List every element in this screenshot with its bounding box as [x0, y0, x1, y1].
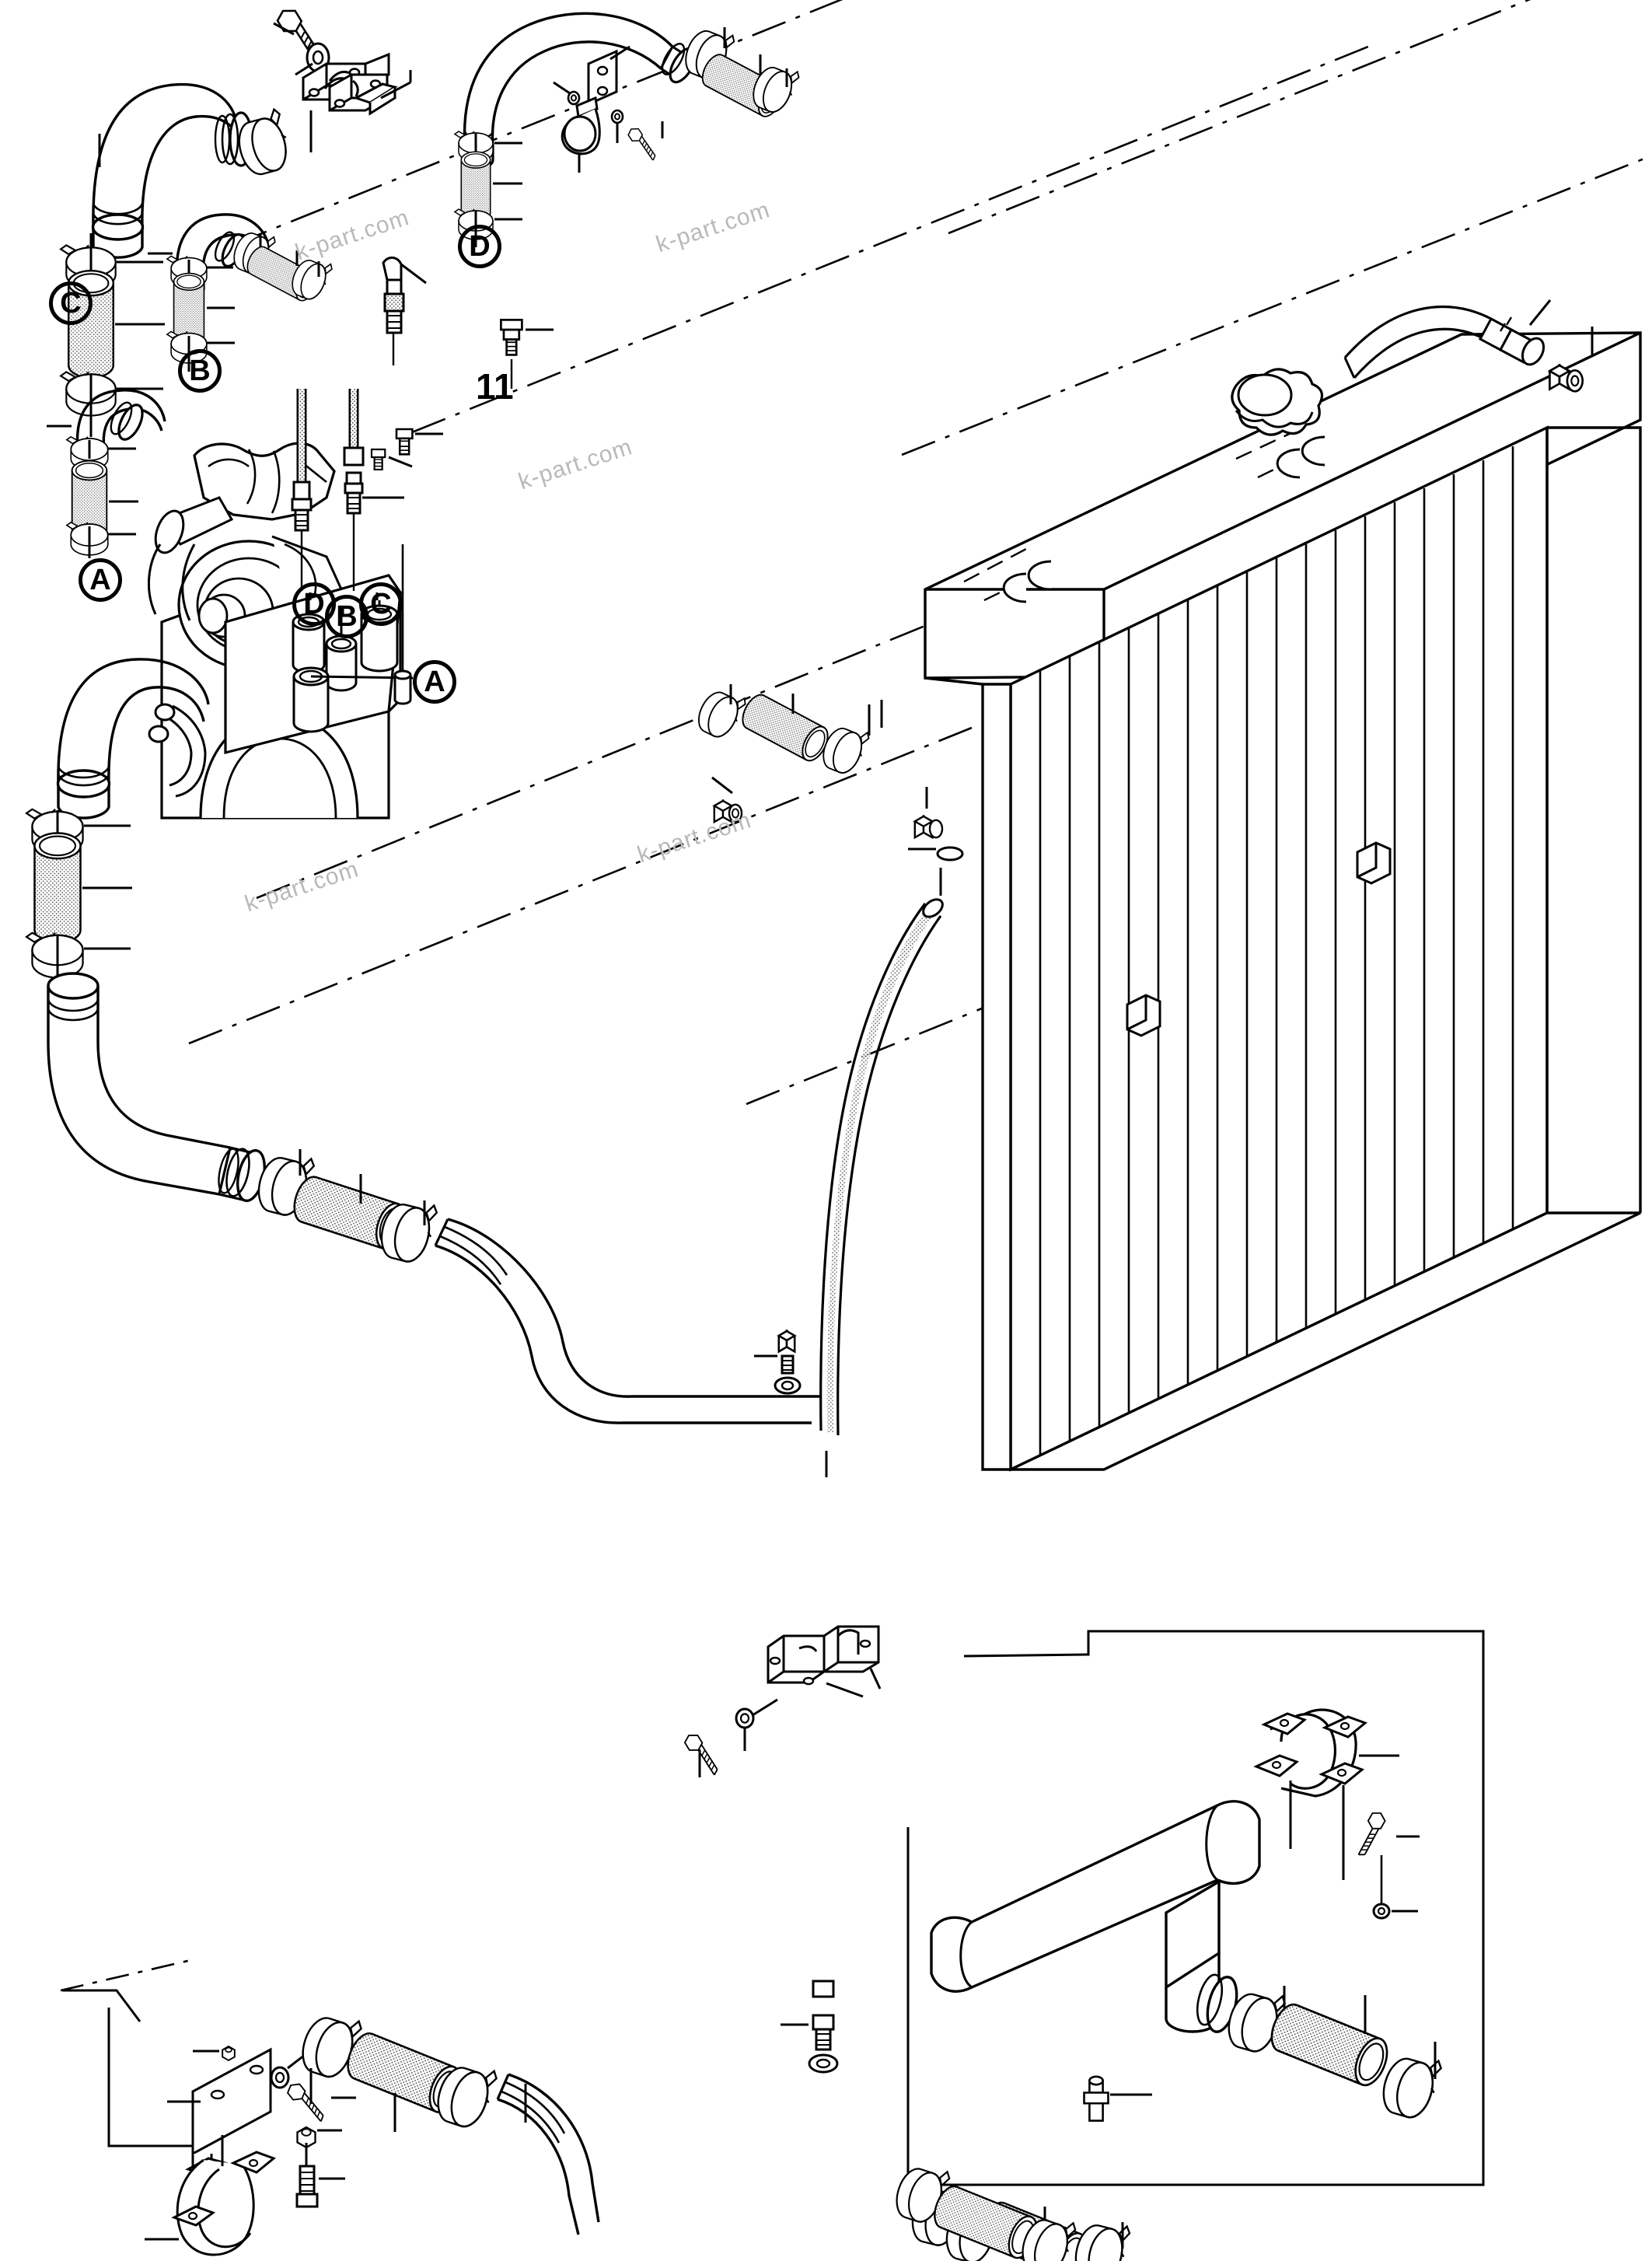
callout-label: D	[303, 587, 325, 620]
radiator-filler-cap	[1231, 368, 1324, 436]
upper-left-hose-group-c	[60, 83, 313, 437]
callout-label: D	[469, 229, 491, 263]
callout-d-upper-right[interactable]: D	[458, 225, 501, 268]
callout-d-engine[interactable]: D	[292, 582, 336, 626]
braided-hose-run	[677, 846, 964, 2074]
lower-left-bracket-group	[60, 1958, 356, 2256]
callout-a-engine[interactable]: A	[413, 660, 456, 704]
projection-axis-lines	[188, 0, 1652, 1106]
callout-a-mid-left[interactable]: A	[79, 558, 122, 602]
callout-label: A	[89, 563, 111, 596]
item-11-sleeve-group	[692, 682, 944, 840]
callout-b-upper-mid[interactable]: B	[178, 349, 222, 393]
item-number-11: 11	[476, 365, 514, 407]
braided-hose-unions	[291, 257, 554, 591]
upper-mid-hose-group-b	[148, 213, 334, 372]
bottom-mid-sleeve-group	[295, 2006, 600, 2235]
upper-right-pipe-group-d	[454, 12, 802, 247]
hose-clamp-block	[677, 1625, 882, 1777]
item-number-text: 11	[476, 366, 514, 407]
lower-left-pipe-group	[25, 658, 828, 1477]
callout-label: C	[60, 286, 82, 320]
top-bracket-bolt-group	[267, 5, 412, 116]
callout-label: B	[336, 599, 358, 633]
callout-label: C	[370, 587, 392, 620]
lower-right-muffler-group	[906, 1630, 1485, 2261]
callout-c-engine[interactable]: C	[359, 582, 403, 626]
callout-label: B	[189, 354, 211, 387]
callout-c-upper-left[interactable]: C	[49, 281, 93, 325]
callout-label: A	[424, 665, 445, 698]
mid-left-hose-group-a	[47, 389, 166, 558]
radiator-assembly	[924, 299, 1642, 1472]
